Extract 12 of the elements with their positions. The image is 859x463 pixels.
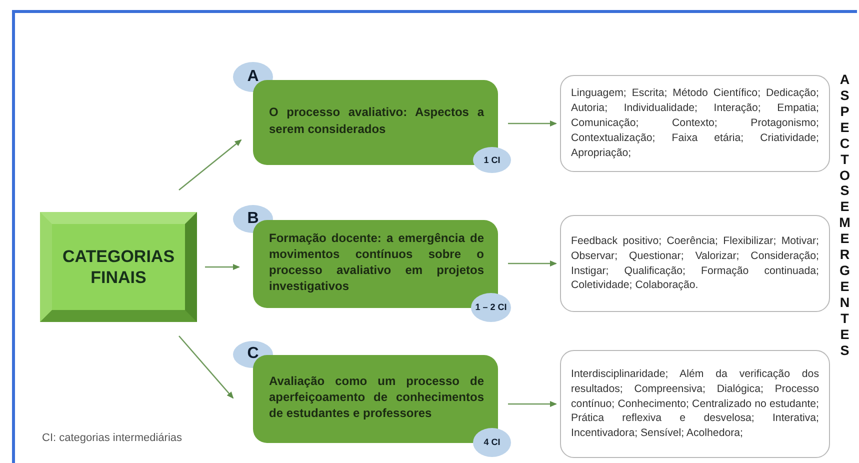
- aspects-box: Linguagem; Escrita; Método Científico; Dedicação; Autoria; Individualidade; Interação; Empatia; Comunicação; Contexto; Protagonismo; Contextualização; Faixa etária; Criatividade; Apropriação;: [560, 75, 830, 172]
- arrow: [178, 336, 234, 399]
- aspects-box: Feedback positivo; Coerência; Flexibilizar; Motivar; Observar; Questionar; Valorizar; Consideração; Instigar; Qualificação; Formação continuada; Coletividade; Colaboração.: [560, 215, 830, 312]
- category-box: CATEGORIAS FINAIS: [40, 212, 197, 322]
- arrow: [508, 401, 557, 407]
- arrow: [205, 264, 240, 270]
- aspects-box: Interdisciplinaridade; Além da verificação dos resultados; Compreensiva; Dialógica; Processo contínuo; Conhecimento; Centralizado no estudante; Prática reflexiva e desvelosa; Interativa; Incentivadora; Sensível; Acolhedora;: [560, 350, 830, 458]
- arrow: [508, 260, 557, 266]
- footnote: CI: categorias intermediárias: [42, 432, 182, 444]
- vertical-heading: ASPECTOS EMERGENTES: [838, 72, 852, 359]
- arrow: [508, 120, 557, 126]
- arrow: [178, 139, 242, 190]
